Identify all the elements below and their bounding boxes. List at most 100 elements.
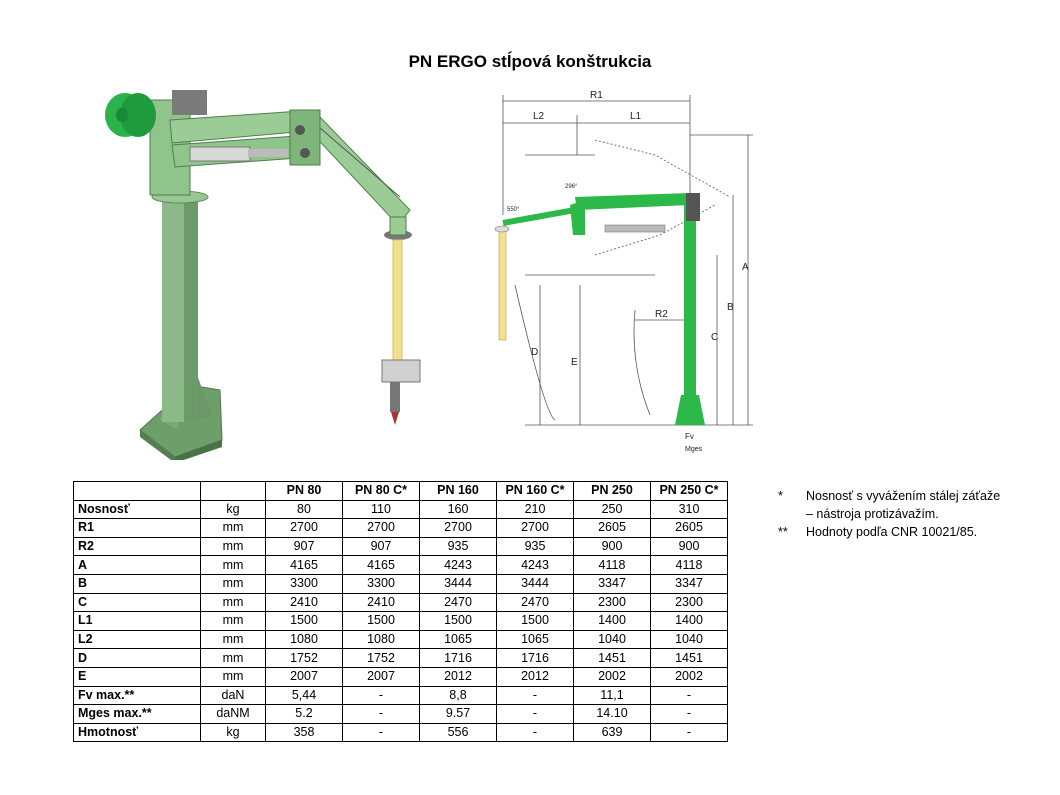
- row-unit: mm: [200, 611, 266, 631]
- footnote-mark: *: [778, 489, 783, 503]
- table-cell: 2007: [342, 666, 420, 687]
- table-cell: 1752: [342, 648, 420, 668]
- table-cell: -: [342, 722, 420, 743]
- row-parameter: R1: [73, 518, 201, 538]
- row-unit: mm: [200, 629, 266, 650]
- footnote-mark: **: [778, 525, 788, 539]
- table-cell: 1752: [265, 648, 343, 668]
- dim-c: C: [711, 332, 718, 343]
- row-unit: mm: [200, 536, 266, 557]
- footnote: * Nosnosť s vyvážením stálej záťaže – ná…: [778, 487, 1006, 523]
- table-cell: 358: [265, 722, 343, 743]
- row-unit: mm: [200, 573, 266, 594]
- product-illustration: [105, 90, 421, 460]
- table-cell: 1500: [342, 611, 420, 631]
- dim-fv: Fv: [685, 432, 694, 441]
- table-cell: 1040: [650, 629, 728, 650]
- row-unit: daNM: [200, 704, 266, 724]
- row-unit: kg: [200, 499, 266, 520]
- table-cell: 1451: [650, 648, 728, 668]
- table-cell: 2300: [573, 592, 651, 613]
- row-parameter: B: [73, 573, 201, 594]
- table-cell: 4118: [650, 555, 728, 575]
- row-unit: kg: [200, 722, 266, 743]
- table-cell: 2002: [573, 666, 651, 687]
- row-parameter: D: [73, 648, 201, 668]
- footnotes: * Nosnosť s vyvážením stálej záťaže – ná…: [778, 487, 1006, 541]
- table-cell: -: [650, 704, 728, 724]
- row-parameter: C: [73, 592, 201, 613]
- table-cell: 3347: [573, 573, 651, 594]
- table-cell: 1500: [419, 611, 497, 631]
- footnote: ** Hodnoty podľa CNR 10021/85.: [778, 523, 1006, 541]
- row-parameter: L1: [73, 611, 201, 631]
- table-cell: -: [496, 704, 574, 724]
- dim-e: E: [571, 357, 578, 368]
- column-header: PN 160 C*: [496, 481, 574, 501]
- table-cell: 1400: [573, 611, 651, 631]
- table-cell: 900: [573, 536, 651, 557]
- table-cell: 9.57: [419, 704, 497, 724]
- table-cell: 3300: [265, 573, 343, 594]
- footnote-text: Hodnoty podľa CNR 10021/85.: [806, 525, 978, 539]
- table-cell: 4243: [419, 555, 497, 575]
- table-cell: 2700: [342, 518, 420, 538]
- table-cell: 3300: [342, 573, 420, 594]
- dim-b: B: [727, 302, 734, 313]
- table-cell: 210: [496, 499, 574, 520]
- column-header: PN 80 C*: [342, 481, 420, 501]
- table-cell: 3347: [650, 573, 728, 594]
- table-cell: 1065: [496, 629, 574, 650]
- table-cell: -: [650, 685, 728, 706]
- row-parameter: E: [73, 666, 201, 687]
- row-unit: mm: [200, 666, 266, 687]
- dim-d: D: [531, 347, 538, 358]
- dim-mges: Mges: [685, 446, 703, 453]
- table-cell: 4165: [265, 555, 343, 575]
- table-cell: 907: [265, 536, 343, 557]
- table-cell: 2410: [265, 592, 343, 613]
- table-cell: 2002: [650, 666, 728, 687]
- table-cell: 2700: [496, 518, 574, 538]
- table-cell: 2700: [419, 518, 497, 538]
- table-cell: 2007: [265, 666, 343, 687]
- table-cell: -: [496, 685, 574, 706]
- table-cell: 80: [265, 499, 343, 520]
- angle-550: 550°: [507, 207, 520, 213]
- dim-l1: L1: [630, 111, 642, 122]
- footnote-text: Nosnosť s vyvážením stálej záťaže – nást…: [806, 489, 1001, 521]
- row-parameter: Hmotnosť: [73, 722, 201, 743]
- table-cell: 2605: [573, 518, 651, 538]
- table-cell: -: [342, 704, 420, 724]
- dim-r2: R2: [655, 309, 668, 320]
- table-cell: 4165: [342, 555, 420, 575]
- table-cell: -: [650, 722, 728, 743]
- table-cell: 2700: [265, 518, 343, 538]
- table-cell: 2410: [342, 592, 420, 613]
- specification-table: PN 80 PN 80 C* PN 160 PN 160 C* PN 250 P…: [73, 481, 728, 743]
- table-cell: 1451: [573, 648, 651, 668]
- dimension-drawing: R1 L2 L1 R2 A B C D E Fv Mges 550° 296°: [494, 90, 753, 453]
- dim-a: A: [742, 262, 749, 273]
- row-parameter: Mges max.**: [73, 704, 201, 724]
- table-cell: 1400: [650, 611, 728, 631]
- row-parameter: L2: [73, 629, 201, 650]
- table-cell: 2012: [419, 666, 497, 687]
- row-unit: mm: [200, 592, 266, 613]
- row-unit: mm: [200, 555, 266, 575]
- column-header: PN 250 C*: [650, 481, 728, 501]
- table-cell: 310: [650, 499, 728, 520]
- column-header: [200, 481, 266, 501]
- table-cell: 4243: [496, 555, 574, 575]
- table-cell: 1065: [419, 629, 497, 650]
- table-cell: 1080: [265, 629, 343, 650]
- table-cell: 1080: [342, 629, 420, 650]
- table-cell: 2470: [496, 592, 574, 613]
